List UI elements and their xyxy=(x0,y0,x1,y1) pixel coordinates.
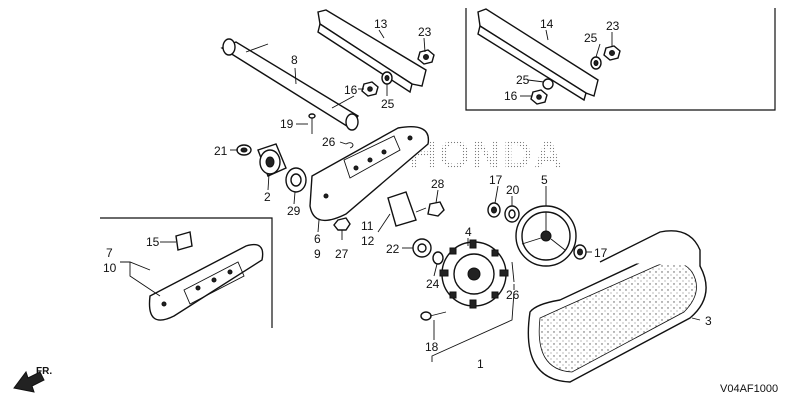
pin-19-part xyxy=(308,113,316,134)
side-case-6-9-part xyxy=(309,126,430,222)
callout-8: 8 xyxy=(291,53,298,67)
pin-26-lower xyxy=(511,261,515,283)
callout-7: 7 xyxy=(106,246,113,260)
callout-10: 10 xyxy=(103,261,117,275)
nut-23-right xyxy=(603,45,621,61)
callout-26-upper: 26 xyxy=(322,135,336,149)
callout-9: 9 xyxy=(314,247,321,261)
callout-18: 18 xyxy=(425,340,439,354)
callout-14: 14 xyxy=(540,17,554,31)
diagram-code: V04AF1000 xyxy=(720,383,778,395)
washer-25-right-low xyxy=(542,78,554,90)
callout-3: 3 xyxy=(705,314,712,328)
front-direction-label: FR. xyxy=(36,366,52,377)
crawler-track-3-part xyxy=(527,230,707,383)
washer-25-right-top xyxy=(590,56,602,70)
callout-25-right-low: 25 xyxy=(516,73,530,87)
side-case-7-10-part xyxy=(148,243,264,321)
callout-26-lower: 26 xyxy=(506,288,520,302)
callout-24: 24 xyxy=(426,277,440,291)
washer-17-upper xyxy=(487,202,501,218)
front-direction-arrow-icon xyxy=(13,370,45,393)
bushing-20-part xyxy=(504,205,520,223)
callout-21: 21 xyxy=(214,144,228,158)
callout-27: 27 xyxy=(335,247,349,261)
callout-11: 11 xyxy=(361,219,374,233)
callouts: 13 23 14 23 25 25 16 8 16 25 19 26 21 2 … xyxy=(103,17,712,371)
idler-wheel-5-part xyxy=(515,205,577,267)
nut-23-left xyxy=(417,49,435,65)
callout-4: 4 xyxy=(465,225,472,239)
bolt-28-part xyxy=(415,201,445,217)
callout-16-left: 16 xyxy=(344,83,358,97)
washer-24-part xyxy=(432,251,444,265)
collar-22-part xyxy=(412,238,432,258)
callout-6: 6 xyxy=(314,232,321,246)
callout-2: 2 xyxy=(264,190,271,204)
callout-20: 20 xyxy=(506,183,520,197)
leader-lines xyxy=(120,29,701,362)
callout-22: 22 xyxy=(386,242,400,256)
callout-23-right: 23 xyxy=(606,19,620,33)
callout-13: 13 xyxy=(374,17,388,31)
nut-16-left xyxy=(361,81,379,97)
bolt-18-part xyxy=(420,311,447,321)
brand-watermark: HONDA xyxy=(408,133,565,177)
callout-1: 1 xyxy=(477,357,484,371)
callout-15: 15 xyxy=(146,235,160,249)
callout-12: 12 xyxy=(361,234,375,248)
bearing-29-part xyxy=(285,167,307,193)
callout-19: 19 xyxy=(280,117,294,131)
callout-5: 5 xyxy=(541,173,548,187)
washer-21-part xyxy=(236,144,252,156)
drive-sprocket-4-part xyxy=(439,239,509,309)
callout-25-left: 25 xyxy=(381,97,395,111)
clip-26-upper xyxy=(345,142,354,149)
callout-17-lower: 17 xyxy=(594,246,608,260)
bracket-11-12-part xyxy=(387,191,417,227)
nut-16-right xyxy=(530,89,548,105)
bolt-27-part xyxy=(333,217,351,240)
clip-15-part xyxy=(175,231,193,251)
guide-rail-inset-part xyxy=(477,8,599,102)
inset-frame-left xyxy=(100,217,273,328)
callout-16-right: 16 xyxy=(504,89,518,103)
washer-25-left xyxy=(381,71,393,85)
callout-25-right-top: 25 xyxy=(584,31,598,45)
callout-29: 29 xyxy=(287,204,301,218)
axle-shaft-part xyxy=(220,38,359,131)
callout-28: 28 xyxy=(431,177,445,191)
callout-17-upper: 17 xyxy=(489,173,503,187)
callout-23-left: 23 xyxy=(418,25,432,39)
washer-17-lower xyxy=(573,244,587,260)
inset-frame-right xyxy=(465,8,776,111)
guide-rail-part xyxy=(317,9,427,94)
flange-bearing-2-part xyxy=(257,143,287,177)
